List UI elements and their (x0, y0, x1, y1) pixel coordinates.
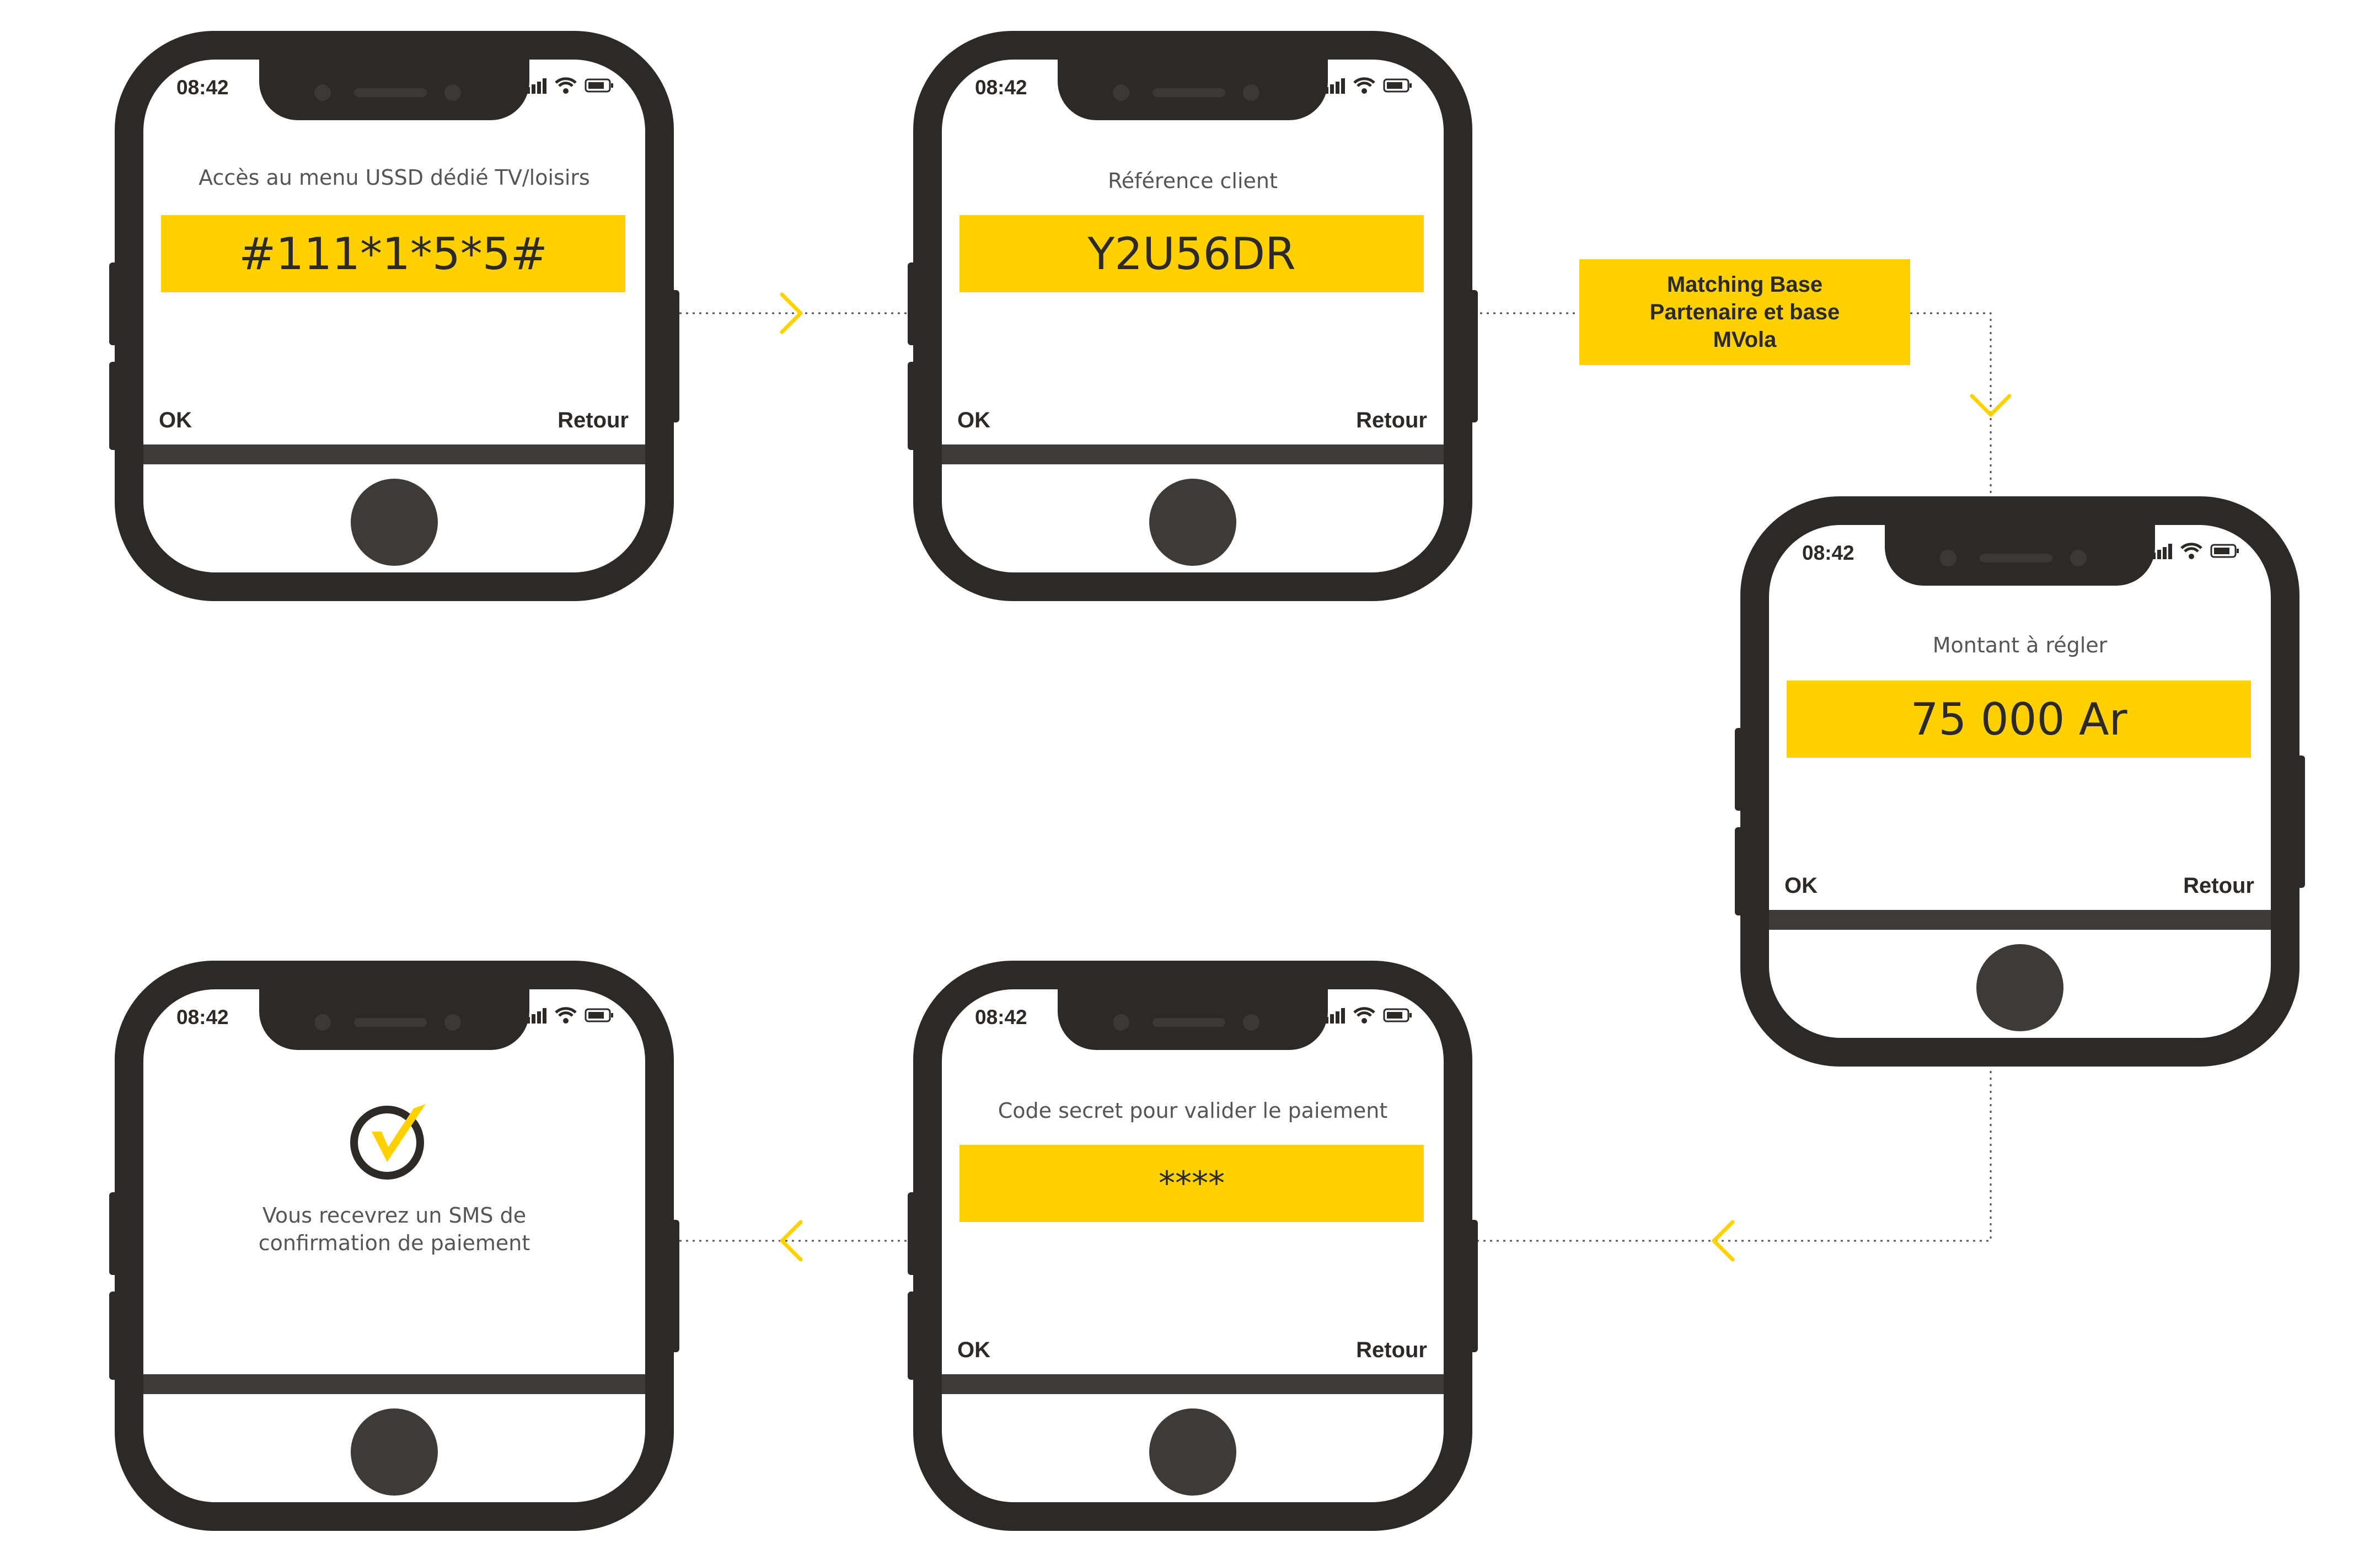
home-button[interactable] (1976, 944, 2063, 1031)
home-button[interactable] (351, 479, 438, 566)
back-softkey[interactable]: Retour (1356, 408, 1427, 432)
home-button[interactable] (1149, 479, 1236, 566)
screen-title: Accès au menu USSD dédié TV/loisirs (199, 165, 590, 190)
screen-title: Code secret pour valider le paiement (998, 1099, 1388, 1123)
phone-notch (1058, 60, 1328, 120)
phone-ussd-access: 08:42 Accès au menu USSD dédié TV/loisir… (109, 31, 679, 601)
arrow-left-icon (1712, 1220, 1735, 1262)
arrow-right-icon (780, 292, 803, 334)
amount-box: 75 000 Ar (1787, 681, 2251, 758)
match-line-3: MVola (1713, 328, 1777, 352)
screen-divider (942, 1374, 1444, 1394)
status-icons (1325, 77, 1412, 94)
ok-softkey[interactable]: OK (1784, 874, 1818, 898)
phone-notch (259, 60, 529, 120)
checkmark-icon (350, 1104, 426, 1180)
status-time: 08:42 (176, 76, 229, 99)
secret-code-box: **** (959, 1145, 1424, 1222)
status-time: 08:42 (1802, 542, 1854, 564)
confirmation-message-line2: confirmation de paiement (258, 1231, 530, 1255)
client-reference-box: Y2U56DR (959, 215, 1424, 292)
phone-client-reference: 08:42 Référence client Y2U56DR OK Retour (908, 31, 1478, 601)
home-button[interactable] (1149, 1408, 1236, 1496)
ussd-code-box: #111*1*5*5# (161, 215, 625, 292)
screen-divider (1769, 910, 2271, 930)
phone-amount: 08:42 Montant à régler 75 000 Ar OK Reto… (1735, 496, 2305, 1067)
status-icons (2152, 543, 2239, 559)
confirmation-message-line1: Vous recevrez un SMS de (262, 1203, 527, 1228)
arrow-left-icon (780, 1220, 803, 1262)
back-softkey[interactable]: Retour (558, 408, 629, 432)
status-time: 08:42 (975, 1006, 1027, 1028)
screen-title: Montant à régler (1932, 633, 2108, 657)
ok-softkey[interactable]: OK (159, 408, 192, 432)
status-icons (1325, 1007, 1412, 1024)
ok-softkey[interactable]: OK (957, 408, 990, 432)
status-icons (526, 1007, 613, 1024)
screen-divider (143, 1374, 645, 1394)
status-icons (526, 77, 613, 94)
phone-confirmation: 08:42 Vous recevrez un SMS de confirmati… (109, 961, 679, 1531)
phone-notch (259, 989, 529, 1050)
screen-title: Référence client (1108, 169, 1278, 193)
phone-notch (1885, 525, 2155, 586)
home-button[interactable] (351, 1408, 438, 1496)
phone-notch (1058, 989, 1328, 1050)
screen-divider (143, 444, 645, 464)
status-time: 08:42 (975, 76, 1027, 99)
arrow-down-icon (1970, 394, 2012, 417)
matching-base-box: Matching Base Partenaire et base MVola (1579, 259, 1910, 365)
phone-secret-code: 08:42 Code secret pour valider le paieme… (908, 961, 1478, 1531)
back-softkey[interactable]: Retour (2183, 874, 2254, 898)
match-line-1: Matching Base (1666, 272, 1823, 297)
screen-divider (942, 444, 1444, 464)
status-time: 08:42 (176, 1006, 229, 1028)
back-softkey[interactable]: Retour (1356, 1338, 1427, 1362)
match-line-2: Partenaire et base (1649, 300, 1840, 324)
ok-softkey[interactable]: OK (957, 1338, 990, 1362)
